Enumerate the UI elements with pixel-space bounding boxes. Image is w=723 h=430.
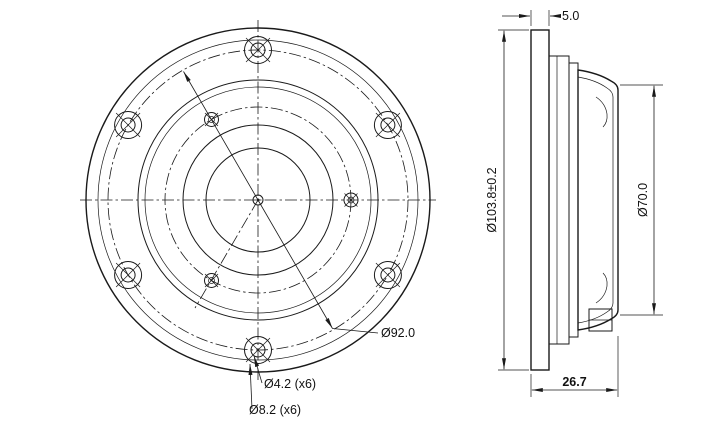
rear-chamber-inner-profile (577, 76, 614, 324)
fastener-centerline (194, 199, 259, 309)
rear-rib-detail-top (595, 96, 608, 128)
fastener-hole (343, 192, 359, 208)
fastener-hole (204, 273, 219, 288)
housing-step-section (568, 62, 579, 338)
dim-small-hole: Ø4.2 (x6) (253, 355, 316, 391)
dim-flange-thickness-label: 5.0 (562, 9, 579, 23)
rear-chamber-outline (577, 69, 619, 331)
flange-section (530, 29, 550, 371)
collar-section (548, 55, 570, 345)
faceplate-outer-circle (85, 27, 431, 373)
dim-small-hole-label: Ø4.2 (x6) (264, 377, 316, 391)
dim-counterbore-label: Ø8.2 (x6) (249, 403, 301, 417)
dim-bolt-circle: Ø92.0 (183, 71, 415, 340)
mounting-hole (114, 261, 143, 289)
dim-flange-thickness: 5.0 (502, 9, 579, 26)
dome-center-circle (252, 194, 264, 206)
mounting-hole (373, 111, 402, 139)
dim-counterbore: Ø8.2 (x6) (248, 363, 301, 417)
mounting-hole (114, 111, 143, 139)
mounting-hole (244, 36, 272, 64)
dim-overall-diameter-label: Ø103.8±0.2 (485, 167, 499, 232)
dim-rear-diameter: Ø70.0 (620, 84, 663, 316)
rear-rib-detail-bottom (595, 272, 608, 304)
dim-bolt-circle-label: Ø92.0 (381, 326, 415, 340)
side-view: 5.0 Ø103.8±0.2 Ø70.0 26.7 (485, 9, 663, 397)
dim-depth-label: 26.7 (562, 375, 586, 389)
trim-ring-inner-circle (144, 86, 372, 314)
dome-circle (205, 147, 311, 253)
waveguide-circle (182, 124, 334, 276)
terminal-block (588, 308, 613, 332)
dim-rear-diameter-label: Ø70.0 (636, 183, 650, 217)
mounting-hole (373, 261, 402, 289)
dim-depth: 26.7 (530, 336, 619, 397)
front-view: Ø92.0 Ø4.2 (x6) Ø8.2 (x6) (80, 20, 436, 417)
dim-overall-diameter: Ø103.8±0.2 (485, 29, 529, 371)
trim-ring-outer-circle (137, 79, 379, 321)
